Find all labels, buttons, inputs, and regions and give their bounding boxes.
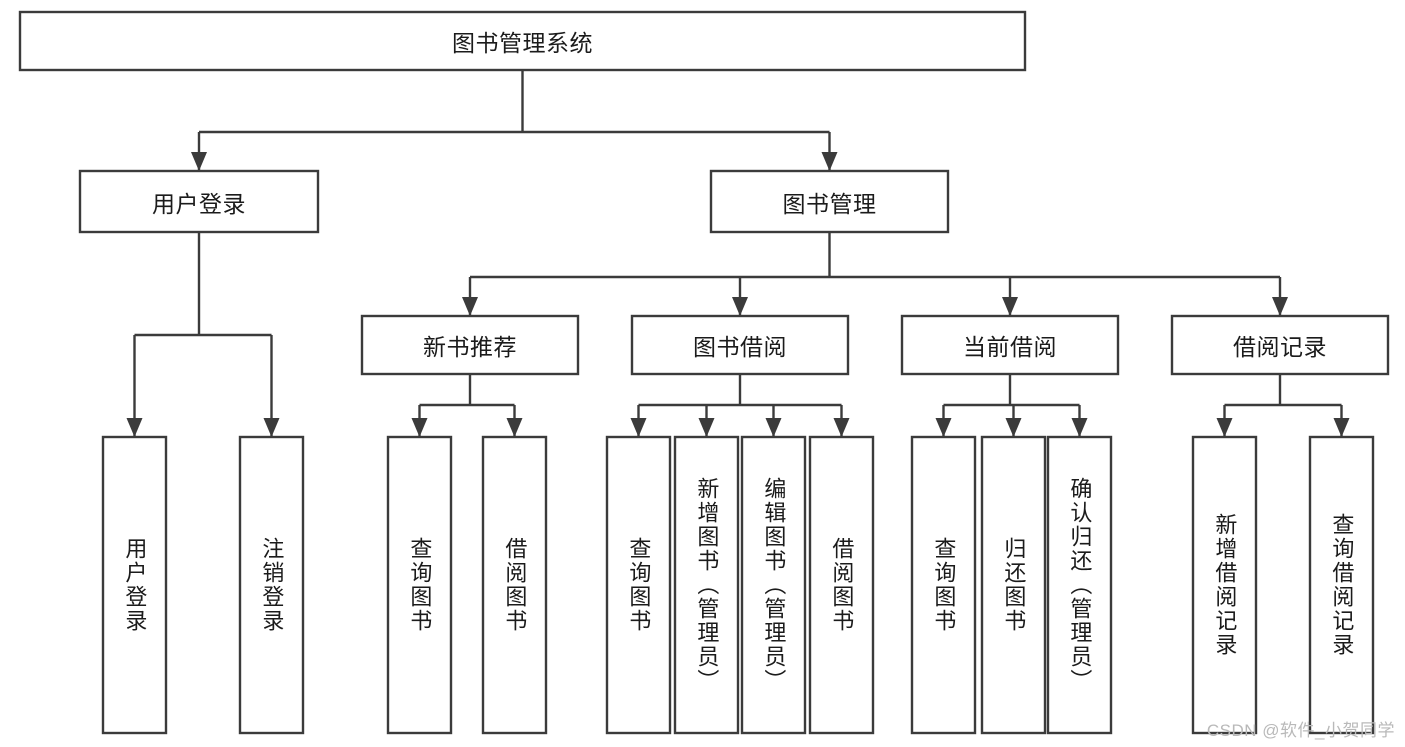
arrow-head-root-0 xyxy=(191,152,207,171)
arrow-head-l3-current-0 xyxy=(935,418,952,437)
node-box-leaf-return-book xyxy=(980,435,1047,735)
node-box-leaf-query-book-2 xyxy=(605,435,672,735)
node-box-l2-user-login xyxy=(78,169,320,234)
connector-layer xyxy=(126,70,1350,437)
node-box-l3-new-book xyxy=(360,314,580,376)
node-box-leaf-user-login xyxy=(101,435,168,735)
node-box-leaf-confirm-return xyxy=(1046,435,1113,735)
arrow-head-l3-borrow-3 xyxy=(833,418,850,437)
arrow-head-l3-new-book-0 xyxy=(411,418,428,437)
node-box-l3-borrow xyxy=(630,314,850,376)
node-box-l3-record xyxy=(1170,314,1390,376)
arrow-head-l2-book-mgmt-3 xyxy=(1272,297,1288,316)
arrow-head-l3-record-1 xyxy=(1333,418,1350,437)
arrow-head-l3-record-0 xyxy=(1216,418,1233,437)
node-box-leaf-add-book xyxy=(673,435,740,735)
arrow-head-root-1 xyxy=(821,152,838,171)
node-box-root xyxy=(18,10,1027,72)
arrow-head-l3-borrow-0 xyxy=(630,418,647,437)
node-box-leaf-borrow-book-2 xyxy=(808,435,875,735)
arrow-head-l2-book-mgmt-1 xyxy=(732,297,748,316)
node-box-leaf-add-record xyxy=(1191,435,1258,735)
node-box-layer xyxy=(18,10,1390,735)
node-box-leaf-query-record xyxy=(1308,435,1375,735)
node-box-leaf-query-book-1 xyxy=(386,435,453,735)
node-box-l2-book-mgmt xyxy=(709,169,950,234)
arrow-head-l3-current-1 xyxy=(1005,418,1022,437)
node-box-leaf-borrow-book-1 xyxy=(481,435,548,735)
arrow-head-l2-book-mgmt-2 xyxy=(1002,297,1018,316)
arrow-head-l3-borrow-1 xyxy=(698,418,715,437)
node-box-leaf-logout xyxy=(238,435,305,735)
arrow-head-l2-user-login-1 xyxy=(263,418,280,437)
arrow-head-l2-user-login-0 xyxy=(126,418,143,437)
node-box-leaf-edit-book xyxy=(740,435,807,735)
arrow-head-l3-new-book-1 xyxy=(506,418,523,437)
node-box-l3-current xyxy=(900,314,1120,376)
arrow-head-l2-book-mgmt-0 xyxy=(462,297,478,316)
arrow-head-l3-borrow-2 xyxy=(765,418,782,437)
node-box-leaf-query-book-3 xyxy=(910,435,977,735)
arrow-head-l3-current-2 xyxy=(1071,418,1088,437)
